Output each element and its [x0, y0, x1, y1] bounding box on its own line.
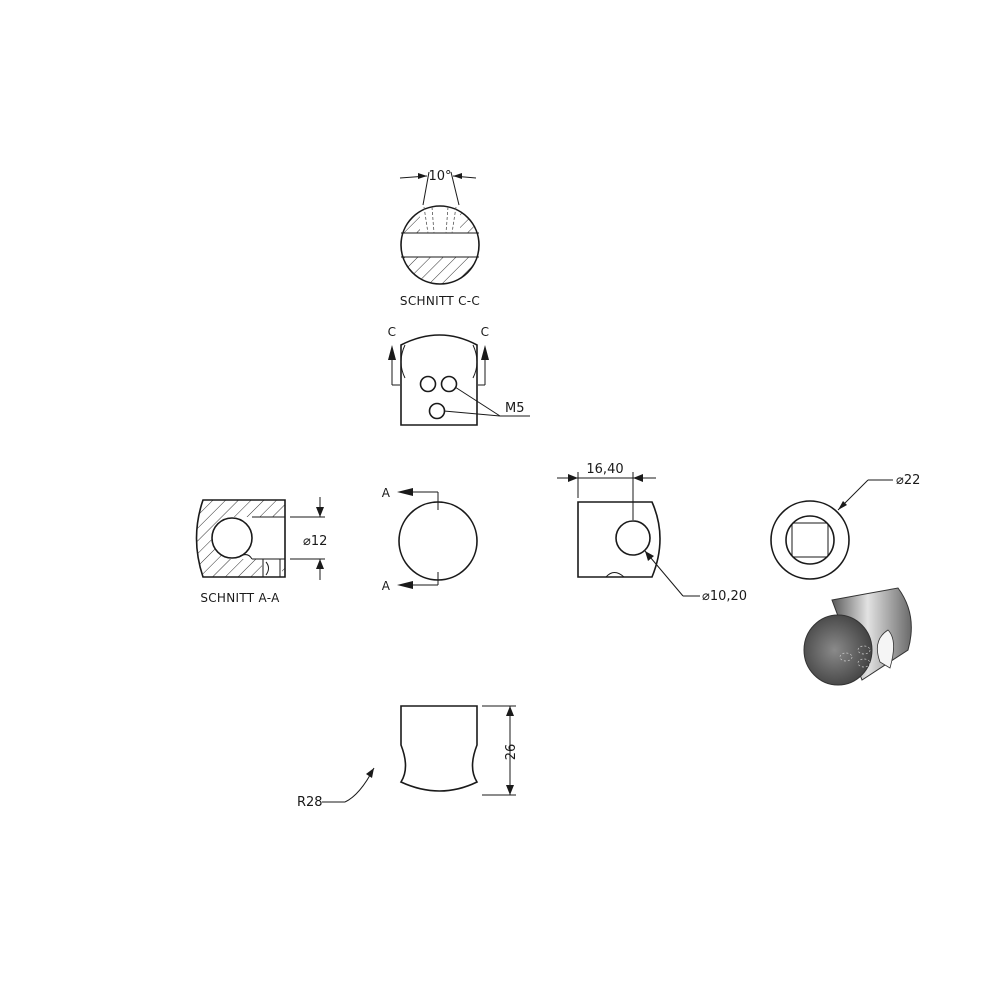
cut-marker-c-left: C	[388, 325, 397, 339]
isometric-render	[803, 587, 912, 686]
top-view: C C M5	[388, 325, 530, 426]
hole-diameter-label: ⌀10,20	[702, 589, 747, 604]
side-circle-view: A A	[382, 486, 478, 593]
cut-arrow-icon	[397, 488, 413, 496]
cut-arrow-icon	[481, 345, 489, 360]
cut-arrow-icon	[388, 345, 396, 360]
section-a-a-label: SCHNITT A-A	[200, 591, 280, 605]
outer-diameter-label: ⌀22	[896, 473, 920, 488]
front-view: 16,40 ⌀10,20	[557, 462, 747, 604]
section-a-a-view: ⌀12 SCHNITT A-A	[195, 497, 327, 605]
offset-dimension: 16,40	[586, 462, 623, 477]
height-dimension: 26	[504, 744, 519, 761]
cut-marker-a-top: A	[382, 486, 391, 500]
thread-label: M5	[505, 401, 525, 416]
cut-arrow-icon	[397, 581, 413, 589]
end-view: ⌀22	[770, 473, 920, 580]
cut-marker-a-bottom: A	[382, 579, 391, 593]
cut-marker-c-right: C	[481, 325, 490, 339]
section-c-c-view: 10° SCHNITT C-C	[400, 169, 480, 308]
bottom-elevation: 26 R28	[297, 705, 519, 810]
section-c-c-label: SCHNITT C-C	[400, 294, 480, 308]
bore-diameter-label: ⌀12	[303, 534, 327, 549]
radius-label: R28	[297, 795, 323, 810]
angle-dimension: 10°	[428, 169, 451, 184]
